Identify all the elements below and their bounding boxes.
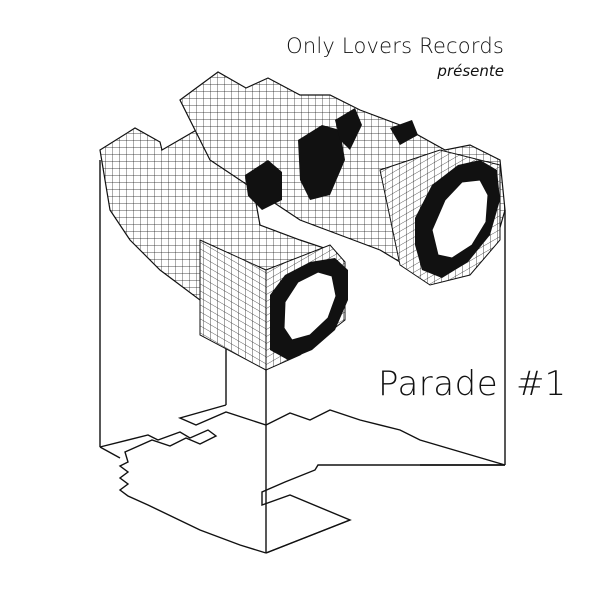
album-title: Parade xyxy=(378,364,499,404)
left-voxel-mass xyxy=(99,127,348,371)
right-voxel-mass xyxy=(179,71,506,286)
issue-number: #1 xyxy=(516,364,567,404)
publisher-name: Only Lovers Records xyxy=(286,34,504,58)
floor-shadow xyxy=(99,404,506,554)
presents-caption: présente xyxy=(437,62,504,80)
